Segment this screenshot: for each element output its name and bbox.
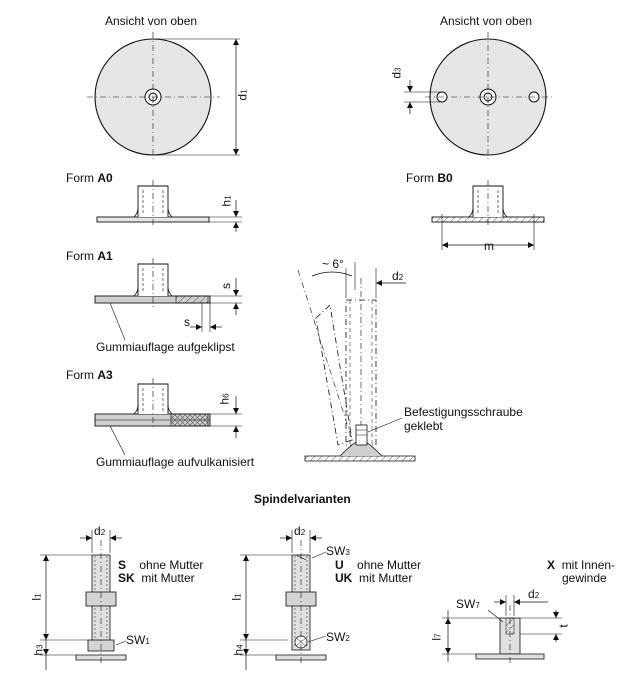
dim-h1: h1 [219,195,234,207]
top-view-a [87,32,240,162]
screw-label-1: Befestigungsschraube [404,405,523,419]
form-a3-label: Form A3 [66,368,113,382]
dim-m: m [484,239,494,253]
top-view-b [404,32,552,162]
form-a0-label: Form A0 [66,171,113,185]
dim-l1-u: l1 [229,593,244,601]
form-a1-label: Form A1 [66,249,113,263]
sw7-label: SW7 [456,597,480,611]
dim-d2-tilted: d2 [392,269,404,283]
dim-l7: l7 [429,633,444,641]
tilted-spindle-drawing [297,262,416,462]
variant-u: U ohne Mutter [335,558,422,572]
rubber-clipped-label: Gummiauflage aufgeklipst [96,340,235,354]
spindle-s-drawing [40,530,127,670]
screw-label-2: geklebt [404,419,443,433]
dim-s-vertical: s [219,283,233,289]
top-view-label-left: Ansicht von oben [105,14,198,28]
sw3-label: SW3 [326,544,350,558]
form-a0-drawing [96,180,242,232]
dim-s-horizontal: s [184,315,190,329]
dim-d2-s: d2 [94,524,106,538]
variant-s: S ohne Mutter [118,558,204,572]
variant-x: X mit Innen- [547,558,616,572]
form-a1-drawing [94,258,242,341]
angle-label: ~ 6° [322,257,344,271]
form-b0-label: Form B0 [406,171,453,185]
form-a3-drawing [94,378,242,456]
spindle-u-drawing [240,530,327,670]
dim-d3: d3 [389,67,404,79]
dim-h6: h6 [217,393,232,405]
dim-d2-x: d2 [528,587,540,601]
variant-uk: UK mit Mutter [335,571,413,585]
dim-l1-s: l1 [29,593,44,601]
dim-d1: d1 [235,89,250,101]
dim-d2-u: d2 [294,524,306,538]
top-view-label-right: Ansicht von oben [440,14,533,28]
dim-t: t [556,624,571,628]
dim-h4: h4 [231,644,246,656]
sw1-label: SW1 [126,633,150,647]
dim-h3: h3 [31,644,46,656]
spindle-variants-heading: Spindelvarianten [254,492,351,506]
variant-sk: SK mit Mutter [118,571,195,585]
spindle-x-drawing [442,595,562,665]
sw2-label: SW2 [326,630,350,644]
form-b0-drawing [431,180,545,250]
variant-x-line2: gewinde [562,571,607,585]
rubber-vulcanized-label: Gummiauflage aufvulkanisiert [96,455,255,469]
